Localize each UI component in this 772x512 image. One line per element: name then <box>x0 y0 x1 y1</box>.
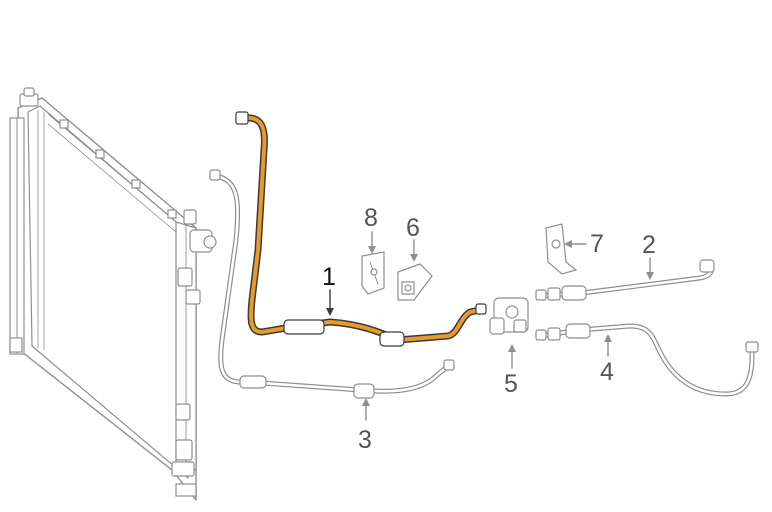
highlight-line <box>242 115 482 342</box>
part-6-clip <box>397 239 433 301</box>
part-4-cooler-line <box>535 323 759 397</box>
callout-1: 1 <box>322 263 336 291</box>
callout-4: 4 <box>600 358 614 386</box>
part-7-bracket <box>545 223 587 275</box>
part-2-cooler-line <box>535 257 715 301</box>
callout-2: 2 <box>642 231 656 259</box>
radiator-assembly <box>9 87 217 501</box>
part-3-cooler-line <box>209 169 455 421</box>
callout-5: 5 <box>504 370 518 398</box>
callout-6: 6 <box>406 214 420 242</box>
callout-3: 3 <box>358 426 372 454</box>
part-5-valve-block <box>489 297 529 369</box>
part-8-bracket <box>361 231 385 295</box>
callout-7: 7 <box>590 230 604 258</box>
callout-8: 8 <box>364 204 378 232</box>
part-1-cooler-line <box>235 111 487 347</box>
